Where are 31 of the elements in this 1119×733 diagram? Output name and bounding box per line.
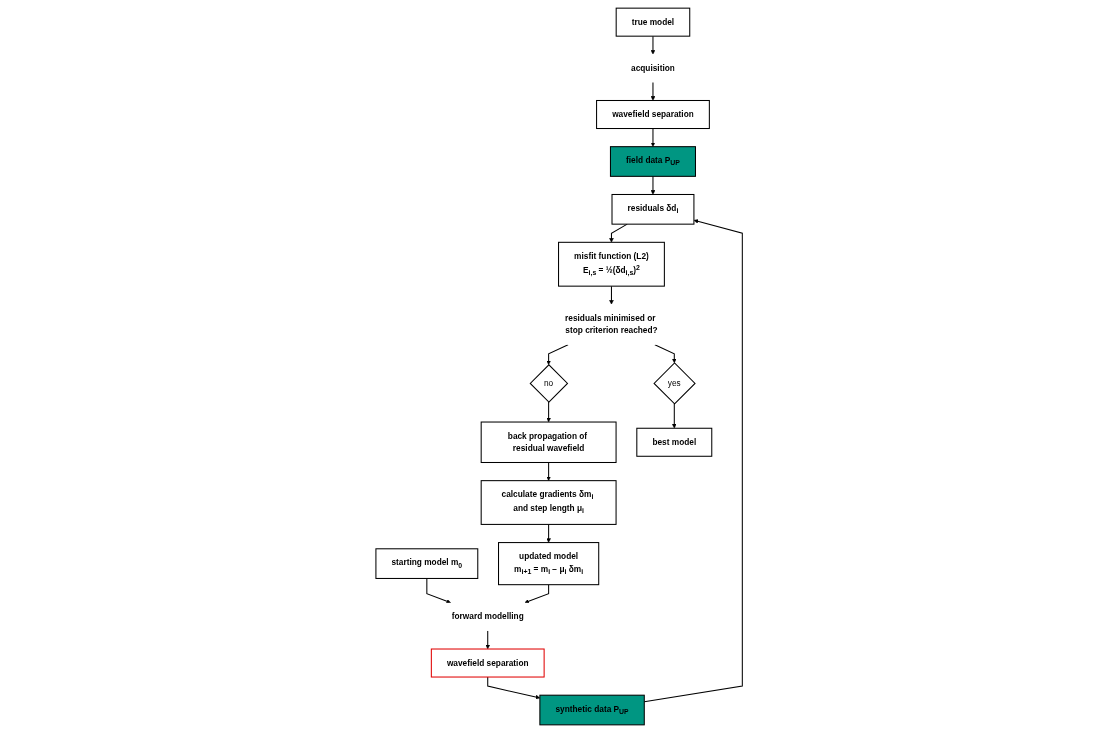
arrow — [651, 81, 656, 101]
node-box: updated model m$_{i+1}$ = m$_{i}$ − μ$_{i}$ δm$_{i}$ — [498, 542, 600, 586]
node-box: synthetic data P$_{UP}$ — [539, 694, 646, 726]
arrow — [426, 577, 452, 604]
node-text: residuals minimised or stop criterion reached? — [565, 313, 658, 335]
node-text: acquisition — [631, 63, 676, 73]
arrow — [546, 462, 552, 481]
node-box: calculate gradients δm$_{i}$ and step length μ$_{i}$ — [481, 480, 617, 525]
node-box: wavefield separation — [431, 648, 545, 678]
node-diamond: no — [529, 364, 569, 403]
node-box: best model — [636, 427, 713, 457]
node-text: forward modelling — [452, 612, 525, 621]
arrow — [651, 175, 656, 195]
node-box: wavefield separation — [596, 100, 711, 130]
arrow — [651, 128, 656, 147]
node-box: misfit function (L2) E$_{i,s}$ = ½(δd$_{i,s}$)$^{2}$ — [558, 241, 666, 287]
arrow — [546, 344, 569, 365]
node-box: residuals δd$_{i}$ — [611, 193, 695, 225]
node-box: back propagation of residual wavefield — [481, 421, 617, 463]
arrow — [485, 630, 491, 650]
arrow — [546, 523, 552, 543]
arrow — [546, 401, 552, 423]
node-box: field data P$_{UP}$ — [610, 146, 697, 177]
node-box: starting model m$_{0}$ — [375, 548, 479, 579]
arrow — [672, 403, 677, 429]
node-box: true model — [616, 7, 691, 37]
arrow — [524, 584, 550, 604]
arrow — [487, 676, 541, 700]
arrow — [654, 344, 677, 364]
arrow — [644, 219, 744, 703]
node-diamond: yes — [653, 362, 697, 405]
